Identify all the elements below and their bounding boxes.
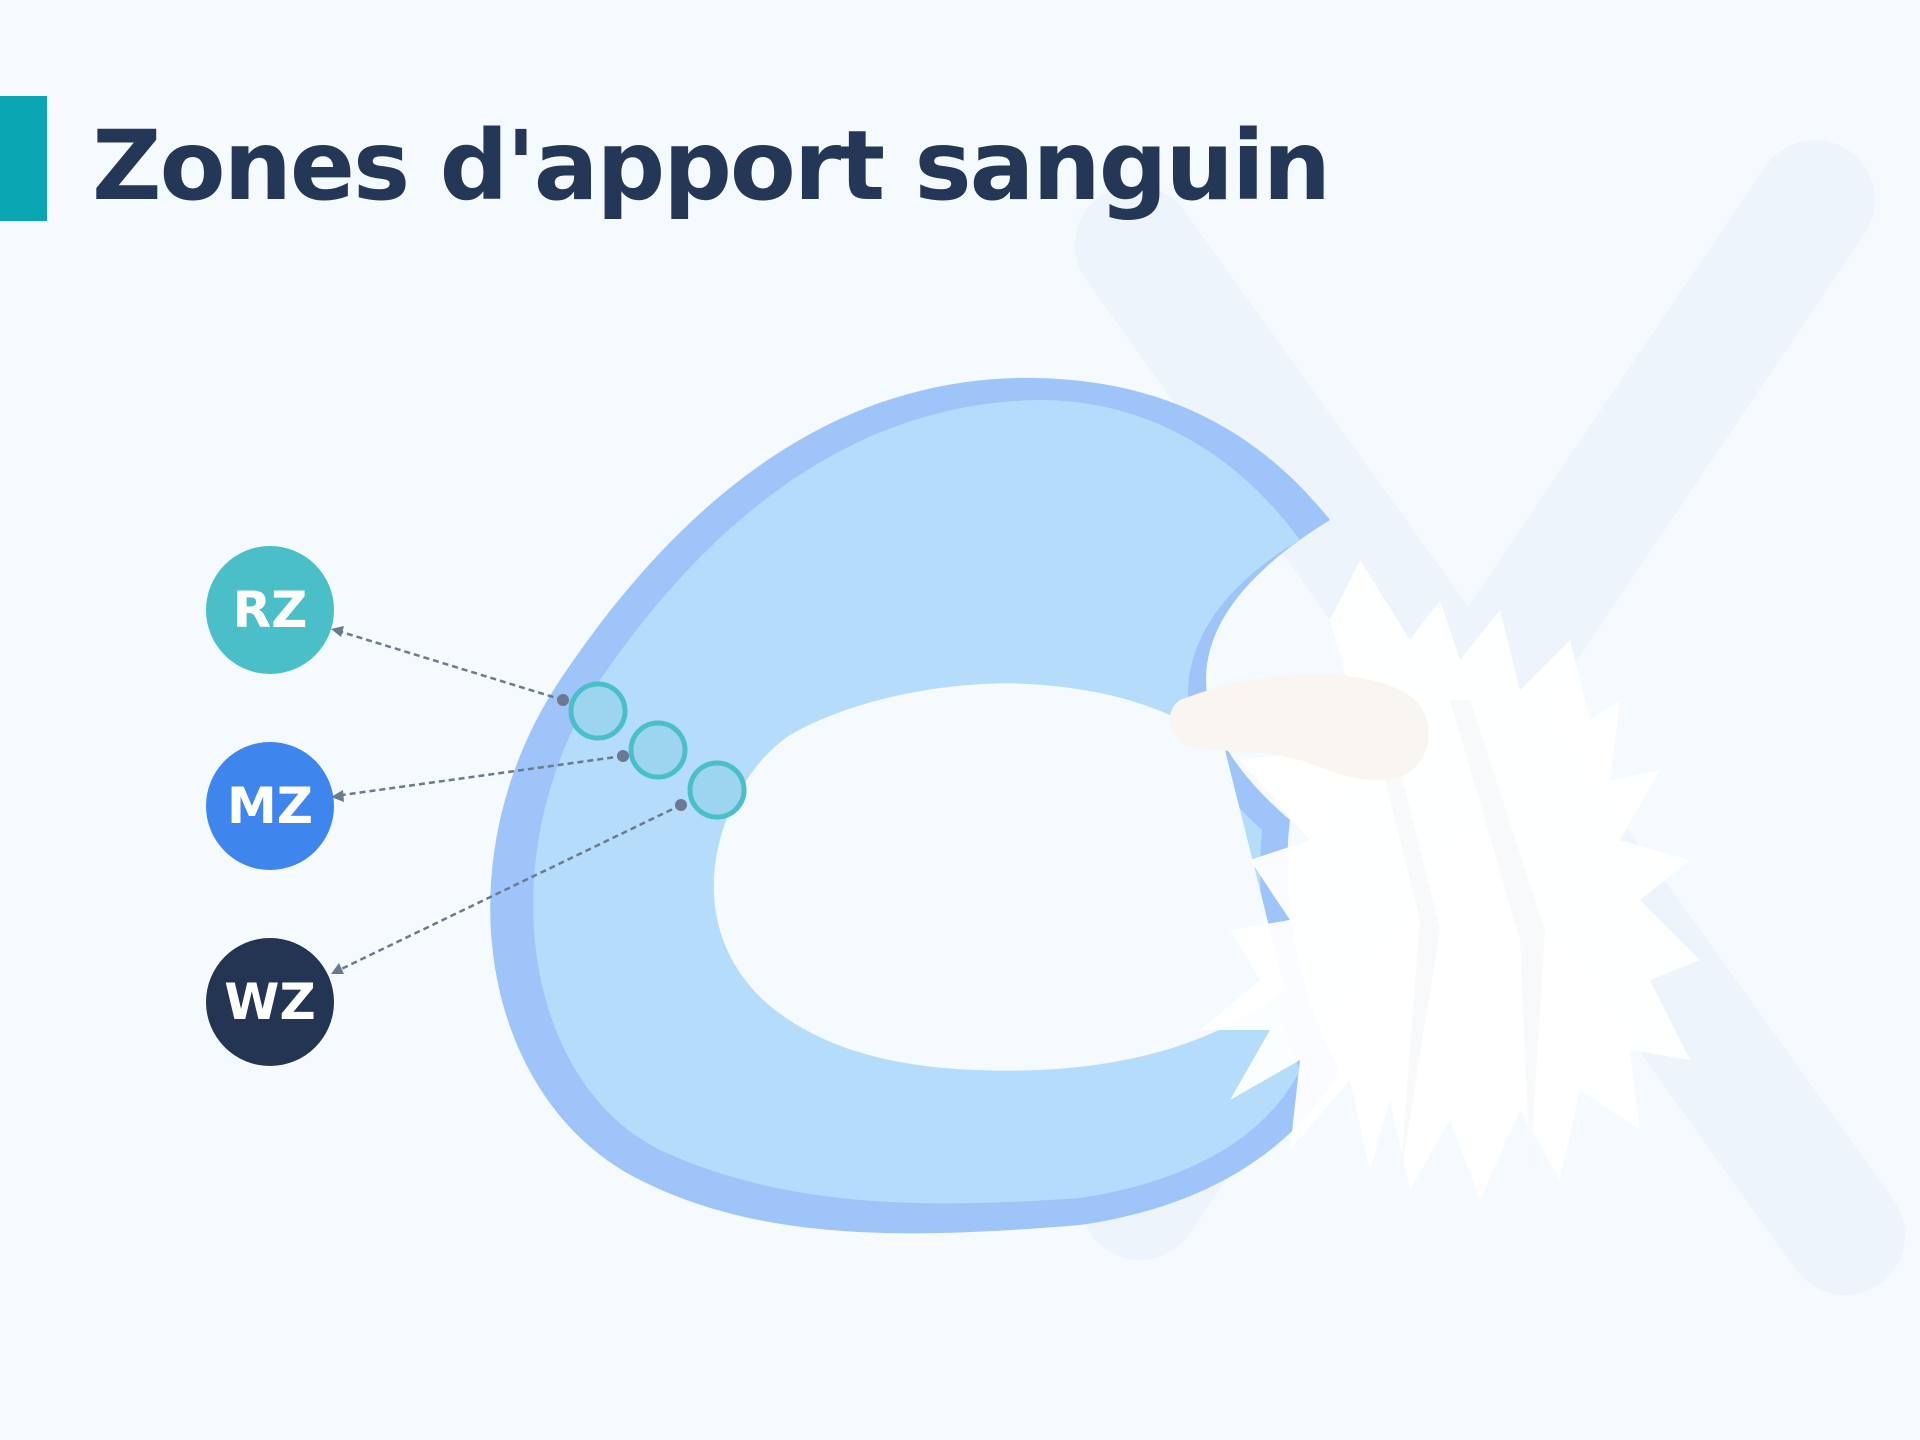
arrowhead-mz (331, 790, 344, 802)
endpoint-wz (675, 799, 687, 811)
zone-marker-wz (687, 760, 747, 820)
zone-marker-mz (628, 720, 688, 780)
zone-markers (568, 681, 747, 820)
meniscus-inner-opening (713, 683, 1285, 1071)
endpoint-rz (557, 694, 569, 706)
arrowhead-wz (331, 963, 344, 974)
leader-line-mz (334, 754, 624, 798)
endpoint-mz (617, 750, 629, 762)
leader-lines (334, 628, 682, 974)
leader-line-rz (334, 628, 564, 702)
leader-line-wz (334, 803, 682, 974)
arrowhead-rz (331, 626, 344, 637)
leader-endpoints (557, 694, 687, 811)
page-title: Zones d'apport sanguin (92, 110, 1331, 222)
zone-badge-wz: WZ (206, 938, 334, 1066)
zone-badge-rz: RZ (206, 546, 334, 674)
ligament-attachment (1169, 674, 1429, 781)
title-accent-bar (0, 96, 47, 221)
zone-badge-mz: MZ (206, 742, 334, 870)
leader-arrowheads (331, 626, 344, 974)
zone-marker-rz (568, 681, 628, 741)
